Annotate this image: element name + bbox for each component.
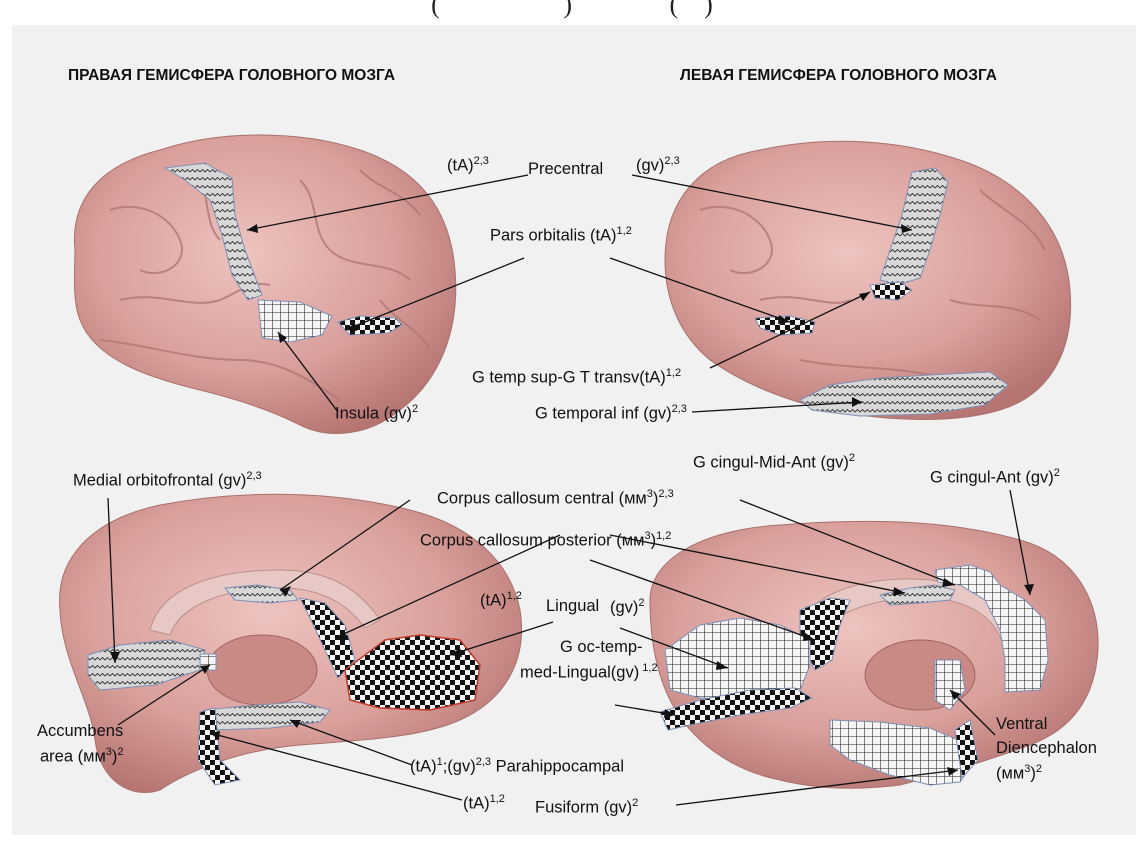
right-hemisphere-lateral-view	[74, 135, 455, 433]
label-pars-orbitalis: Pars orbitalis (tA)1,2	[490, 225, 632, 245]
label-ventral-line2: Diencephalon	[996, 739, 1097, 758]
label-accumbens-line1: Accumbens	[37, 722, 123, 741]
label-precentral-ta: (tA)2,3	[447, 155, 489, 175]
label-g-oc-temp-line1: G oc-temp-	[560, 638, 643, 657]
left-hemisphere-lateral-view	[665, 141, 1071, 419]
label-lingual: Lingual	[546, 597, 599, 616]
label-medial-orbitofrontal: Medial orbitofrontal (gv)2,3	[73, 470, 262, 490]
label-accumbens-line2: area (мм3)2	[40, 746, 124, 766]
label-cc-posterior: Corpus callosum posterior (мм3)1,2	[420, 530, 671, 550]
label-g-cingul-ant: G cingul-Ant (gv)2	[930, 467, 1060, 487]
label-g-cingul-mid-ant: G cingul-Mid-Ant (gv)2	[693, 452, 855, 472]
label-fusiform-ta: (tA)1,2	[463, 793, 505, 813]
thalamus	[207, 635, 317, 705]
label-g-temporal-inf: G temporal inf (gv)2,3	[535, 403, 687, 423]
label-fusiform: Fusiform (gv)2	[535, 797, 638, 817]
label-ventral-line3: (мм3)2	[996, 763, 1042, 783]
label-g-oc-temp-line2: med-Lingual(gv) 1,2	[520, 662, 658, 682]
label-insula: Insula (gv)2	[335, 403, 418, 423]
brain-shape	[665, 141, 1071, 419]
label-precentral: Precentral	[528, 160, 603, 179]
label-parahippocampal: (tA)1;(gv)2,3 Parahippocampal	[410, 756, 624, 776]
label-cc-central: Corpus callosum central (мм3)2,3	[437, 488, 674, 508]
label-precentral-gv: (gv)2,3	[636, 155, 680, 175]
label-g-temp-sup: G temp sup-G T transv(tA)1,2	[472, 367, 681, 387]
label-lingual-ta: (tA)1,2	[480, 590, 522, 610]
label-lingual-gv: (gv)2	[610, 597, 645, 617]
label-ventral-line1: Ventral	[996, 715, 1047, 734]
